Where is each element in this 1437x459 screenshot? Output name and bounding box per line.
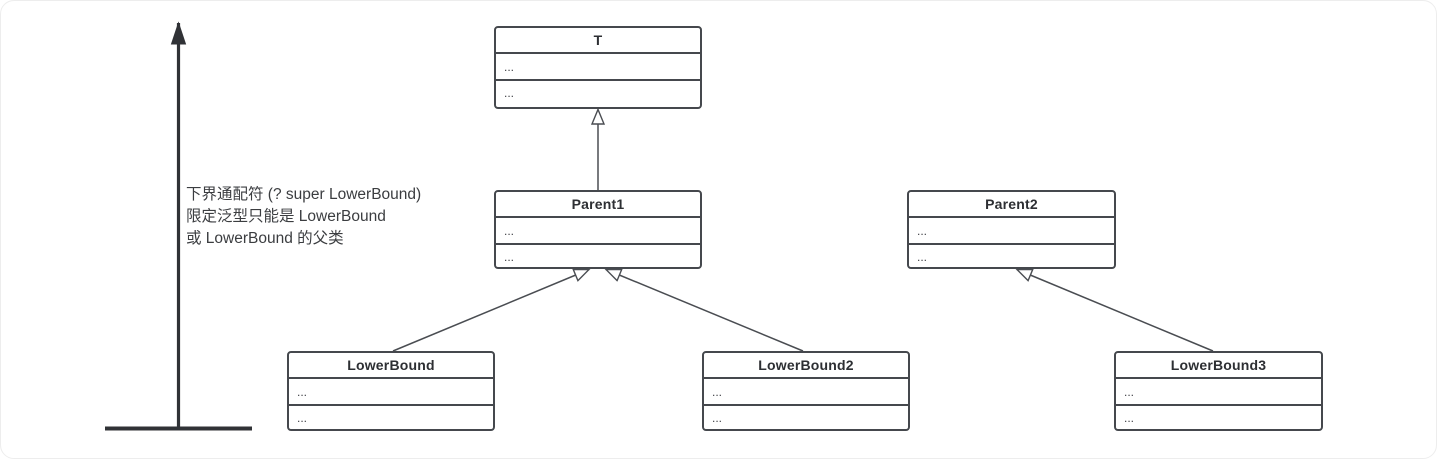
class-attr-row: ... [297, 384, 308, 399]
class-box-lowerbound: LowerBound ... ... [287, 351, 495, 431]
class-method-row: ... [909, 243, 1114, 268]
class-title: T [496, 28, 700, 54]
class-attr-row: ... [1124, 384, 1135, 399]
class-box-t: T ... ... [494, 26, 702, 109]
edge-lowerbound2-to-parent1 [606, 270, 804, 352]
class-title: LowerBound [289, 353, 493, 379]
class-box-lowerbound3: LowerBound3 ... ... [1114, 351, 1323, 431]
class-method-row: ... [704, 404, 908, 429]
class-attr-row: ... [504, 59, 515, 74]
class-attr-row: ... [504, 223, 515, 238]
annotation-text: 下界通配符 (? super LowerBound) 限定泛型只能是 Lower… [186, 184, 421, 250]
class-box-lowerbound2: LowerBound2 ... ... [702, 351, 910, 431]
class-box-parent1: Parent1 ... ... [494, 190, 702, 269]
class-method-row: ... [1116, 404, 1321, 429]
annotation-line-1: 下界通配符 (? super LowerBound) [186, 186, 422, 203]
class-title: Parent1 [496, 192, 700, 218]
class-title: LowerBound3 [1116, 353, 1321, 379]
hierarchy-axis [105, 21, 252, 431]
class-box-parent2: Parent2 ... ... [907, 190, 1116, 269]
class-method-row: ... [496, 243, 700, 268]
class-method-row: ... [289, 404, 493, 429]
class-method-row: ... [496, 79, 700, 104]
annotation-line-3: 或 LowerBound 的父类 [186, 230, 344, 247]
class-attr-row: ... [712, 384, 723, 399]
edge-lowerbound-to-parent1 [392, 270, 589, 352]
class-title: Parent2 [909, 192, 1114, 218]
class-title: LowerBound2 [704, 353, 908, 379]
class-attr-row: ... [917, 223, 928, 238]
edge-lowerbound3-to-parent2 [1017, 270, 1214, 352]
annotation-line-2: 限定泛型只能是 LowerBound [186, 208, 386, 225]
